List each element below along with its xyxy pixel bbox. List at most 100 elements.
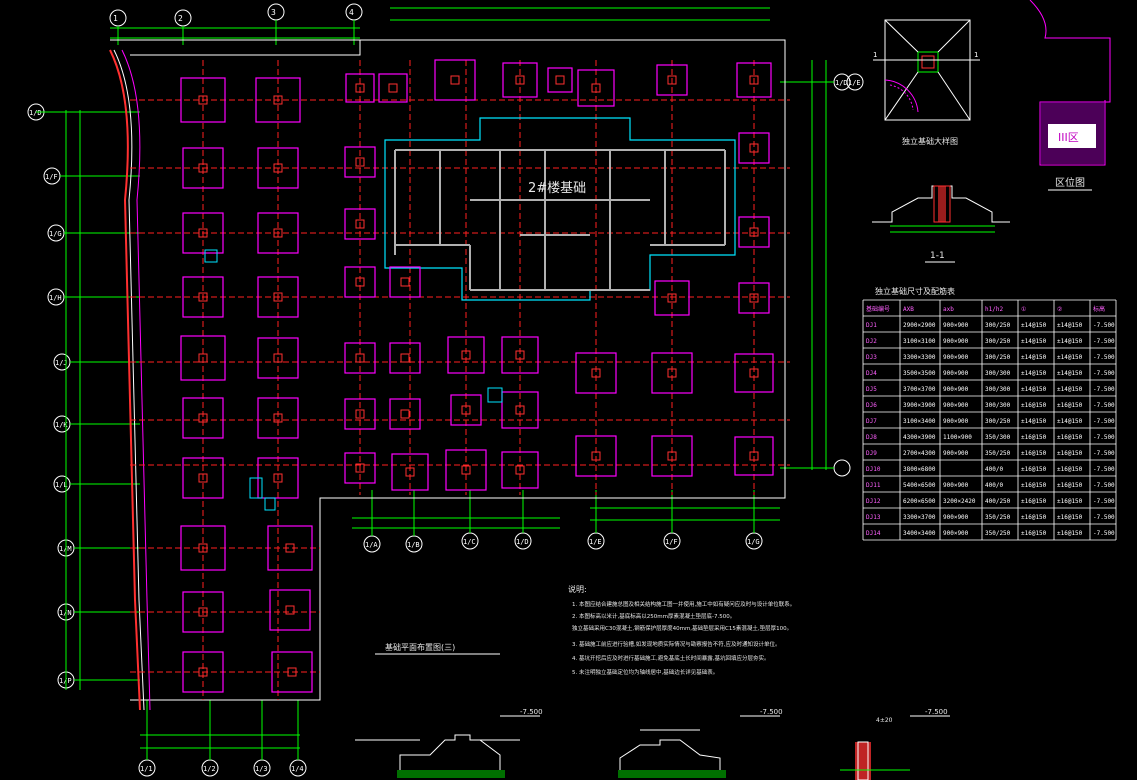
footing-outline	[547, 67, 573, 93]
table-cell: 350/250	[985, 450, 1011, 457]
table-cell: ±14@150	[1057, 386, 1083, 393]
table-cell: ±16@150	[1021, 466, 1047, 473]
column-outline	[749, 143, 759, 153]
footing-outline	[389, 398, 421, 430]
column-outline	[667, 368, 677, 378]
table-cell: ±16@150	[1057, 498, 1083, 505]
table-header-cell: 标高	[1093, 305, 1105, 313]
table-cell: 900×900	[943, 514, 969, 521]
footing-detail-plan: 1 1 独立基础大样图	[873, 19, 980, 146]
table-cell: 300/300	[985, 370, 1011, 377]
footing-outline	[345, 73, 375, 103]
table-header-cell: ②	[1057, 306, 1062, 313]
column-outline	[400, 277, 410, 287]
column-outline	[515, 405, 525, 415]
building-outline	[384, 117, 736, 301]
footing-outline	[389, 342, 421, 374]
svg-text:1/P: 1/P	[59, 677, 72, 685]
table-header-cell: 基础编号	[866, 305, 890, 313]
footing-outline	[257, 397, 299, 439]
column-outline	[273, 292, 283, 302]
footing-outline	[182, 147, 224, 189]
table-cell: 300/250	[985, 354, 1011, 361]
footing-outline	[389, 266, 421, 298]
rebar-label: 4±20	[876, 717, 893, 724]
table-cell: 1100×900	[943, 434, 972, 441]
table-cell: 3700×3700	[903, 386, 936, 393]
column-outline	[555, 75, 565, 85]
table-cell: ±16@150	[1021, 434, 1047, 441]
axis-bubble: 1/L	[53, 475, 71, 493]
footing-outline	[344, 266, 376, 298]
elevation-label: -7.500	[760, 708, 783, 716]
footing-outline	[651, 352, 693, 394]
column-outline	[388, 83, 398, 93]
table-cell: 300/300	[985, 386, 1011, 393]
table-cell: 300/300	[985, 402, 1011, 409]
svg-text:1/G: 1/G	[747, 538, 760, 546]
column-outline	[273, 413, 283, 423]
note-line: 4. 基坑开挖后应及时进行基础施工,避免基底土长时间暴露,基坑回填应分层夯实。	[572, 654, 770, 662]
table-cell: -7.500	[1093, 514, 1115, 521]
footing-outline	[180, 525, 226, 571]
table-cell: ±16@150	[1021, 530, 1047, 537]
plan-title-block: 基础平面布置图(三)	[375, 642, 500, 655]
column-outline	[355, 463, 365, 473]
table-cell: 400/250	[985, 498, 1011, 505]
table-cell: ±16@150	[1021, 482, 1047, 489]
column-outline	[273, 95, 283, 105]
table-cell: ±14@150	[1021, 322, 1047, 329]
notes-title: 说明:	[568, 584, 587, 594]
svg-text:1/J: 1/J	[55, 359, 68, 367]
svg-text:1/D: 1/D	[29, 109, 42, 117]
table-cell: ±14@150	[1021, 386, 1047, 393]
column-outline	[355, 83, 365, 93]
footing-outline	[501, 451, 539, 489]
table-cell: 900×900	[943, 386, 969, 393]
table-cell: ±14@150	[1057, 322, 1083, 329]
footing-outline	[738, 282, 770, 314]
column-outline	[285, 543, 295, 553]
dimension-lines	[36, 7, 834, 760]
column-outline	[400, 409, 410, 419]
footing-outline	[344, 208, 376, 240]
elevation-label: -7.500	[925, 708, 948, 716]
column-outline	[591, 83, 601, 93]
column-outline	[198, 95, 208, 105]
svg-text:1: 1	[974, 51, 978, 59]
table-cell: DJ11	[866, 482, 881, 489]
retaining-wall-line	[109, 49, 151, 711]
footing-outline	[344, 342, 376, 374]
table-cell: 900×900	[943, 354, 969, 361]
zone-map: III区 区位图	[1029, 0, 1111, 191]
table-cell: -7.500	[1093, 322, 1115, 329]
column-outline	[515, 350, 525, 360]
zone-map-title: 区位图	[1055, 176, 1085, 189]
table-cell: ±16@150	[1057, 434, 1083, 441]
table-cell: 300/250	[985, 322, 1011, 329]
svg-text:1/D: 1/D	[835, 79, 848, 87]
column-outline	[273, 163, 283, 173]
column-outline	[461, 350, 471, 360]
table-cell: -7.500	[1093, 466, 1115, 473]
footing-outline	[182, 457, 224, 499]
bottom-section-details: -7.500 -7.500 -7.500 4±20	[355, 708, 950, 780]
table-cell: 900×900	[943, 450, 969, 457]
column-outline	[749, 293, 759, 303]
footing-outline	[736, 62, 772, 98]
footing-outline	[257, 212, 299, 254]
table-cell: ±16@150	[1057, 514, 1083, 521]
note-line: 1. 本图应结合建施总图及相关结构施工图一并使用,施工中如有疑问应及时与设计单位…	[572, 600, 795, 608]
table-cell: 350/250	[985, 514, 1011, 521]
table-cell: ±16@150	[1021, 402, 1047, 409]
zone-label: III区	[1058, 131, 1079, 144]
table-cell: ±14@150	[1057, 418, 1083, 425]
plan-title: 基础平面布置图(三)	[385, 642, 455, 652]
column-outline	[355, 219, 365, 229]
column-outline	[667, 451, 677, 461]
table-cell: -7.500	[1093, 434, 1115, 441]
footing-outline	[378, 73, 408, 103]
note-line: 2. 本图标高以米计,基底标高以250mm厚素混凝土垫层底-7.500。	[572, 612, 735, 620]
table-cell: ±16@150	[1057, 530, 1083, 537]
